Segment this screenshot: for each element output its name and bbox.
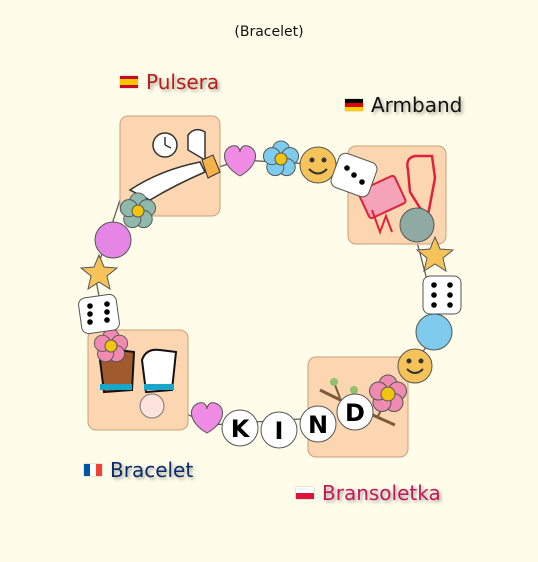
- star-bead-icon: [415, 235, 455, 273]
- smiley-bead-icon: [397, 348, 433, 384]
- dice-bead-icon: [330, 152, 378, 198]
- page-title: (Bracelet): [234, 24, 304, 40]
- label-french: Bracelet: [84, 458, 193, 482]
- label-spanish-word: Pulsera: [146, 70, 220, 94]
- label-spanish: Pulsera: [120, 70, 219, 94]
- label-polish-word: Bransoletka: [322, 481, 441, 505]
- dice-bead-icon: [422, 275, 462, 315]
- heart-bead-icon: [191, 402, 223, 434]
- pink-round-bead: [94, 221, 132, 259]
- letter-bead-k: K: [221, 409, 259, 447]
- germany-flag-icon: [345, 99, 363, 111]
- flower-bead-icon: [93, 328, 129, 363]
- poland-flag-icon: [296, 487, 314, 499]
- label-polish: Bransoletka: [296, 481, 441, 505]
- letter-bead-n-text: N: [308, 411, 328, 439]
- flower-bead-icon: [262, 140, 300, 177]
- letter-bead-i-text: I: [275, 417, 284, 445]
- star-bead-icon: [79, 253, 119, 291]
- label-french-word: Bracelet: [110, 458, 194, 482]
- letter-bead-n: N: [299, 405, 337, 443]
- blue-round-bead: [415, 313, 453, 351]
- france-flag-icon: [84, 464, 102, 476]
- dice-bead-icon: [78, 293, 120, 335]
- measuring-wrist-icon: [119, 115, 221, 217]
- smiley-bead-icon: [299, 146, 337, 184]
- letter-bead-i: I: [260, 411, 298, 449]
- flower-bead-icon: [369, 374, 407, 412]
- flower-bead-icon: [119, 192, 157, 229]
- letter-bead-k-text: K: [231, 415, 251, 443]
- label-german-word: Armband: [371, 93, 463, 117]
- spain-flag-icon: [120, 76, 138, 88]
- label-german: Armband: [345, 93, 462, 117]
- letter-bead-d: D: [336, 393, 374, 431]
- heart-bead-icon: [224, 145, 256, 177]
- letter-bead-d-text: D: [345, 399, 365, 427]
